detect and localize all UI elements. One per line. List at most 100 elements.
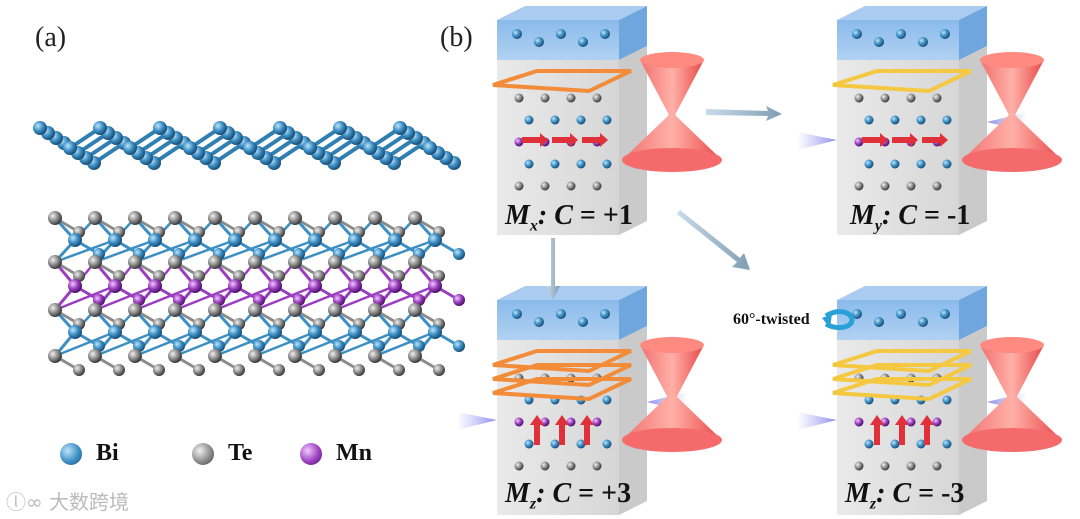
bi-atom bbox=[123, 141, 137, 155]
mn-atom bbox=[268, 279, 282, 293]
spin-arrow-icon bbox=[895, 415, 909, 445]
bi-atom bbox=[173, 340, 185, 352]
atom bbox=[540, 461, 550, 471]
bi-atom bbox=[293, 340, 305, 352]
edge-state-loop bbox=[832, 69, 972, 94]
atom bbox=[880, 93, 890, 103]
bond bbox=[93, 284, 157, 312]
bi-atom bbox=[388, 325, 402, 339]
atom bbox=[602, 395, 612, 405]
te-atom bbox=[168, 211, 182, 225]
bi-atom bbox=[68, 325, 82, 339]
atom bbox=[576, 115, 586, 125]
cone-mz-plus3 bbox=[622, 337, 722, 452]
block-mz-plus3 bbox=[457, 286, 687, 515]
atom bbox=[524, 159, 534, 169]
twist-arrow-icon bbox=[822, 309, 855, 330]
spin-arrow-icon bbox=[892, 133, 918, 147]
te-atom bbox=[288, 211, 302, 225]
te-atom-icon bbox=[192, 442, 214, 465]
bond bbox=[213, 238, 277, 264]
bond bbox=[333, 284, 397, 312]
atom bbox=[540, 181, 550, 191]
mn-atom bbox=[388, 279, 402, 293]
bond bbox=[373, 330, 437, 358]
caption-mzm3-value: = -3 bbox=[911, 478, 965, 509]
bi-atom bbox=[852, 29, 862, 39]
bi-atom bbox=[133, 340, 145, 352]
atom bbox=[576, 159, 586, 169]
legend-mn: Mn bbox=[300, 440, 372, 467]
block-mz-minus3 bbox=[797, 286, 1027, 515]
legend-bi-label: Bi bbox=[96, 440, 119, 466]
atom bbox=[854, 461, 864, 471]
te-atom bbox=[88, 349, 102, 363]
atom bbox=[906, 93, 916, 103]
te-atom bbox=[393, 364, 405, 376]
mn-atom bbox=[333, 294, 345, 306]
block-cap-side bbox=[959, 286, 987, 340]
caption-mz-minus3: Mz: C = -3 bbox=[845, 478, 964, 514]
atom bbox=[854, 181, 864, 191]
te-atom bbox=[88, 303, 102, 317]
atom bbox=[514, 461, 524, 471]
te-atom bbox=[113, 270, 125, 282]
lower-cone bbox=[622, 395, 722, 440]
mn-atom bbox=[108, 279, 122, 293]
caption-mx: Mx: C = +1 bbox=[505, 200, 633, 236]
caption-mzm3-sep: : bbox=[876, 478, 893, 509]
atom bbox=[514, 181, 524, 191]
edge-state-loop bbox=[492, 377, 632, 402]
block-side bbox=[959, 46, 987, 235]
bi-atom bbox=[423, 141, 437, 155]
bond bbox=[293, 330, 357, 358]
bi-atom bbox=[243, 141, 257, 155]
spin-arrow-icon bbox=[555, 415, 569, 445]
bond bbox=[373, 284, 437, 312]
bi-atom bbox=[556, 29, 566, 39]
block-cap-side bbox=[619, 6, 647, 60]
cone-mz-minus3 bbox=[962, 337, 1062, 452]
block-side bbox=[619, 326, 647, 515]
block-cap bbox=[837, 20, 959, 60]
caption-mz3-value: = +3 bbox=[571, 478, 632, 509]
caption-mzm3-c: C bbox=[892, 478, 912, 509]
te-atom bbox=[208, 211, 222, 225]
te-atom bbox=[328, 211, 342, 225]
bond bbox=[333, 238, 397, 264]
bi-atom bbox=[428, 325, 442, 339]
atom bbox=[592, 181, 602, 191]
bi-atom bbox=[253, 340, 265, 352]
bi-atom bbox=[852, 309, 862, 319]
bi-bilayer-structure bbox=[33, 121, 461, 170]
caption-mz3-c: C bbox=[552, 478, 572, 509]
te-atom bbox=[368, 349, 382, 363]
arrow-mx-to-mz-plus3 bbox=[546, 238, 560, 300]
bi-atom bbox=[268, 233, 282, 247]
legend-bi: Bi bbox=[60, 440, 119, 467]
edge-state-loop bbox=[492, 349, 632, 374]
bond bbox=[93, 238, 157, 264]
panel-a-label: (a) bbox=[35, 22, 67, 53]
bi-atom bbox=[303, 141, 317, 155]
te-atom bbox=[368, 303, 382, 317]
legend-mn-label: Mn bbox=[336, 440, 372, 466]
bond bbox=[53, 330, 117, 358]
caption-my-sep: : bbox=[882, 200, 899, 231]
bi-atom bbox=[578, 317, 588, 327]
atom bbox=[514, 417, 524, 427]
mn-atom bbox=[93, 294, 105, 306]
te-atom bbox=[208, 255, 222, 269]
atom bbox=[864, 395, 874, 405]
te-atom bbox=[353, 364, 365, 376]
atom bbox=[540, 93, 550, 103]
atom bbox=[864, 159, 874, 169]
block-mx bbox=[492, 6, 647, 235]
legend-te-label: Te bbox=[228, 440, 253, 466]
bi-atom bbox=[453, 248, 465, 260]
bond bbox=[253, 238, 317, 264]
te-atom bbox=[48, 303, 62, 317]
spin-arrow-icon bbox=[580, 415, 594, 445]
atom bbox=[854, 137, 864, 147]
te-atom bbox=[273, 270, 285, 282]
